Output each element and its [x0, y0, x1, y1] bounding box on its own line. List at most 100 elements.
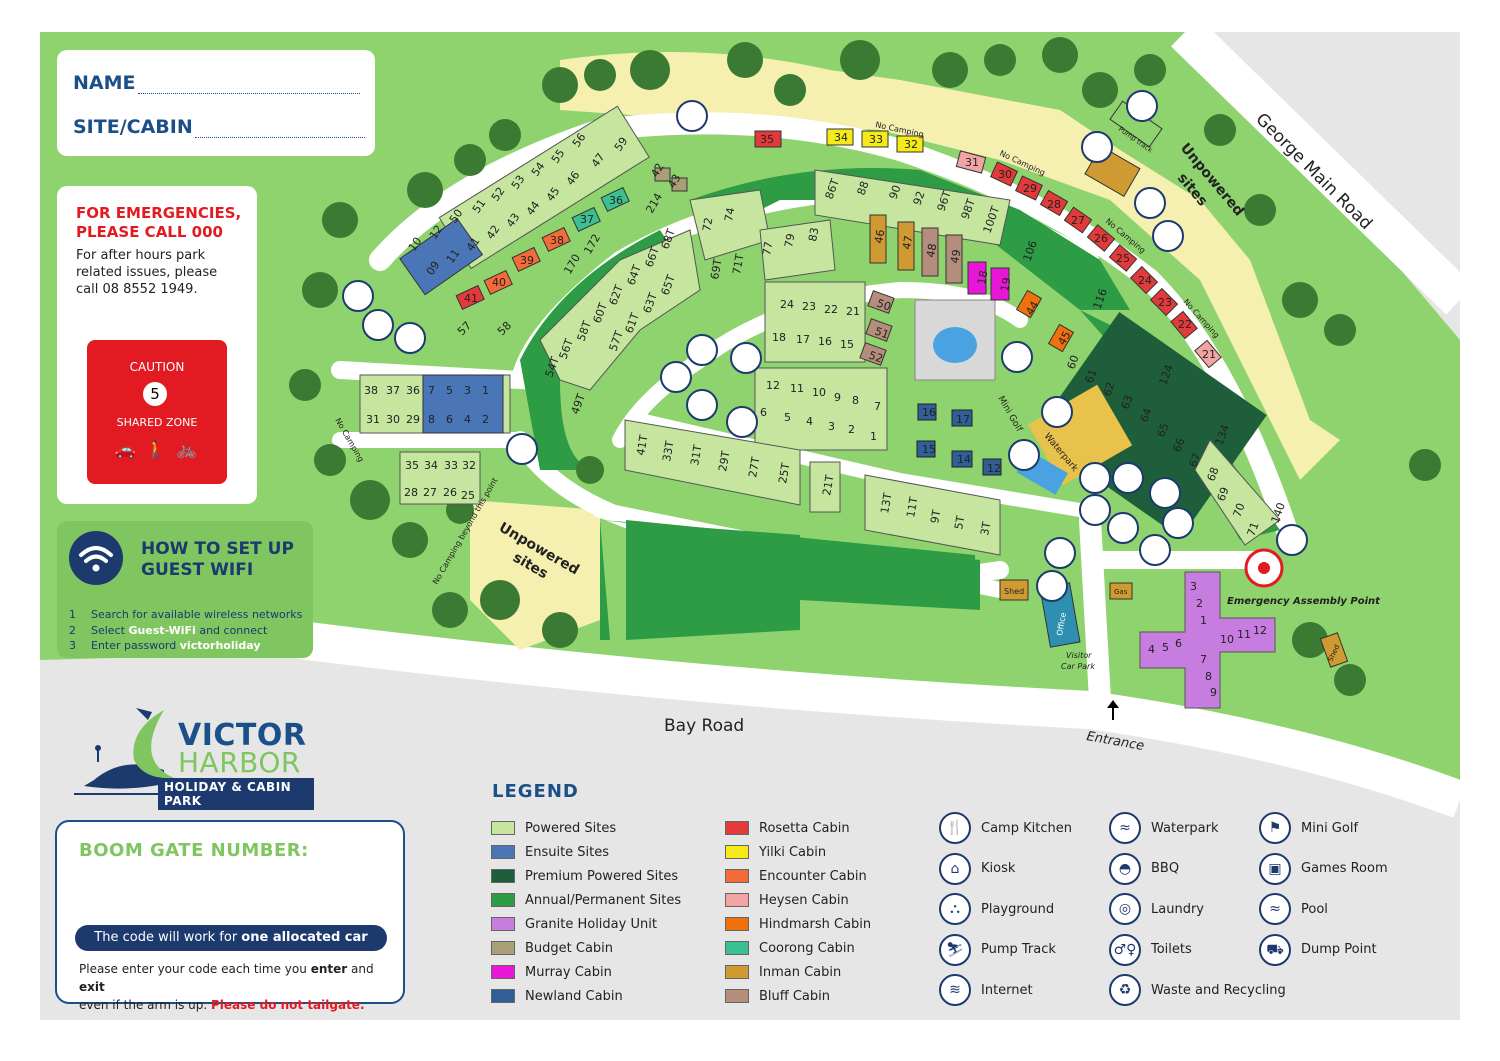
ensuite-block-left	[422, 374, 504, 434]
boom-gate-panel: BOOM GATE NUMBER: The code will work for…	[55, 820, 405, 1012]
site-number: 62	[1101, 380, 1118, 398]
legend-amenity: ≈Waterpark	[1109, 811, 1219, 845]
legend-amenity-label: Internet	[981, 982, 1033, 998]
legend-item: Murray Cabin	[491, 962, 612, 982]
site-number: 36	[609, 194, 623, 207]
site-number: 2	[1196, 597, 1203, 610]
site-number: 3	[1190, 580, 1197, 593]
site-number: 52	[867, 349, 885, 366]
pool	[933, 327, 977, 363]
site-number: 21T	[820, 474, 836, 497]
legend-item: Bluff Cabin	[725, 986, 830, 1006]
wifi-title-line1: HOW TO SET UP	[141, 539, 294, 559]
site-number: 10	[1220, 633, 1234, 646]
site-number: 9	[1210, 686, 1217, 699]
site-number: 6	[760, 406, 767, 419]
site-number: 4	[464, 413, 471, 426]
site-number: 71	[1245, 520, 1262, 538]
legend-amenity: ⛬Playground	[939, 892, 1054, 926]
site-number: 30	[998, 168, 1012, 181]
site-number: 5	[1162, 641, 1169, 654]
site-number: 11T	[904, 496, 920, 519]
site-number: 35	[760, 133, 774, 146]
office-label: Office	[1055, 612, 1068, 637]
legend-amenity-label: Pump Track	[981, 942, 1056, 957]
mini-golf-icon: ⚑	[1259, 812, 1291, 844]
site-number: 46	[872, 228, 887, 244]
site-number: 40	[492, 276, 506, 289]
site-number: 65	[1155, 421, 1172, 439]
waste-recycling-icon: ♻	[1109, 974, 1141, 1006]
site-number: 5T	[952, 514, 967, 530]
toilets-icon: ♂♀	[1109, 933, 1141, 966]
site-number: 27	[1071, 214, 1085, 227]
site-number: 8	[852, 394, 859, 407]
site-number: 22	[1178, 318, 1192, 331]
center-grid-top	[764, 281, 866, 363]
legend-amenity-label: BBQ	[1151, 861, 1180, 876]
wifi-icon	[69, 531, 123, 585]
site-number: 21	[1202, 348, 1216, 361]
site-number: 2	[848, 423, 855, 436]
site-number: 70	[1231, 501, 1248, 519]
legend-amenity-label: Waterpark	[1151, 820, 1219, 836]
site-number: 31T	[688, 444, 704, 467]
park-logo: VICTOR HARBOR HOLIDAY & CABIN PARK	[64, 700, 314, 810]
site-number: 42	[648, 161, 666, 180]
site-number: 22	[824, 303, 838, 316]
site-block-left-lower	[399, 451, 481, 505]
site-number: 33T	[660, 440, 676, 463]
legend-swatch	[491, 941, 515, 955]
site-number: 29	[1023, 182, 1037, 195]
legend-label: Inman Cabin	[759, 964, 842, 980]
site-number: 28	[1047, 198, 1061, 211]
site-number: 90	[887, 183, 904, 201]
granite-holiday-unit	[1139, 571, 1276, 709]
legend-amenity: 🍴Camp Kitchen	[939, 811, 1072, 845]
site-number: 77	[760, 240, 775, 256]
site-number: 1	[482, 384, 489, 397]
after-hours-line2: related issues, please	[76, 265, 218, 280]
site-number: 17	[956, 413, 970, 426]
after-hours-line3: call 08 8552 1949.	[76, 282, 198, 297]
legend-label: Ensuite Sites	[525, 844, 610, 860]
legend-amenity: ≈Pool	[1259, 892, 1328, 926]
name-row[interactable]: NAME	[73, 72, 360, 94]
site-number: 12	[1253, 624, 1267, 637]
site-number: 25	[1116, 252, 1130, 265]
site-number: 38	[364, 384, 378, 397]
emergency-heading-line2: PLEASE CALL 000	[76, 223, 223, 241]
legend-label: Premium Powered Sites	[525, 868, 679, 884]
emergency-heading: FOR EMERGENCIES, PLEASE CALL 000	[76, 204, 251, 242]
legend-swatch	[491, 989, 515, 1003]
legend-amenity-label: Camp Kitchen	[981, 820, 1072, 836]
legend-label: Bluff Cabin	[759, 988, 831, 1004]
site-number: 11	[790, 382, 804, 395]
site-number: 37	[580, 213, 594, 226]
legend-item: Encounter Cabin	[725, 866, 867, 886]
legend-amenity-label: Toilets	[1151, 942, 1192, 957]
legend-label: Granite Holiday Unit	[525, 916, 657, 932]
legend-label: Budget Cabin	[525, 940, 614, 956]
site-21T	[809, 461, 841, 513]
legend-swatch	[725, 869, 749, 883]
bay-road	[297, 621, 1467, 818]
legend-item: Newland Cabin	[491, 986, 623, 1006]
laundry-icon: ◎	[1109, 893, 1141, 925]
site-number: 18	[772, 331, 786, 344]
caution-text: CAUTION	[129, 360, 185, 374]
pump-track-icon: ⛷	[939, 933, 971, 966]
legend-amenity: ⌂Kiosk	[939, 852, 1015, 886]
site-number: 83	[806, 226, 821, 242]
site-number: 47	[900, 234, 915, 250]
site-number: 79	[782, 232, 797, 248]
site-number: 19	[998, 276, 1013, 292]
legend-amenity-label: Kiosk	[981, 861, 1016, 876]
site-row[interactable]: SITE/CABIN	[73, 116, 365, 138]
legend-item: Heysen Cabin	[725, 890, 849, 910]
site-number: 51	[873, 325, 891, 342]
legend-amenity-label: Pool	[1301, 901, 1328, 917]
center-grid-bottom	[754, 367, 888, 451]
legend-title: LEGEND	[492, 781, 579, 802]
